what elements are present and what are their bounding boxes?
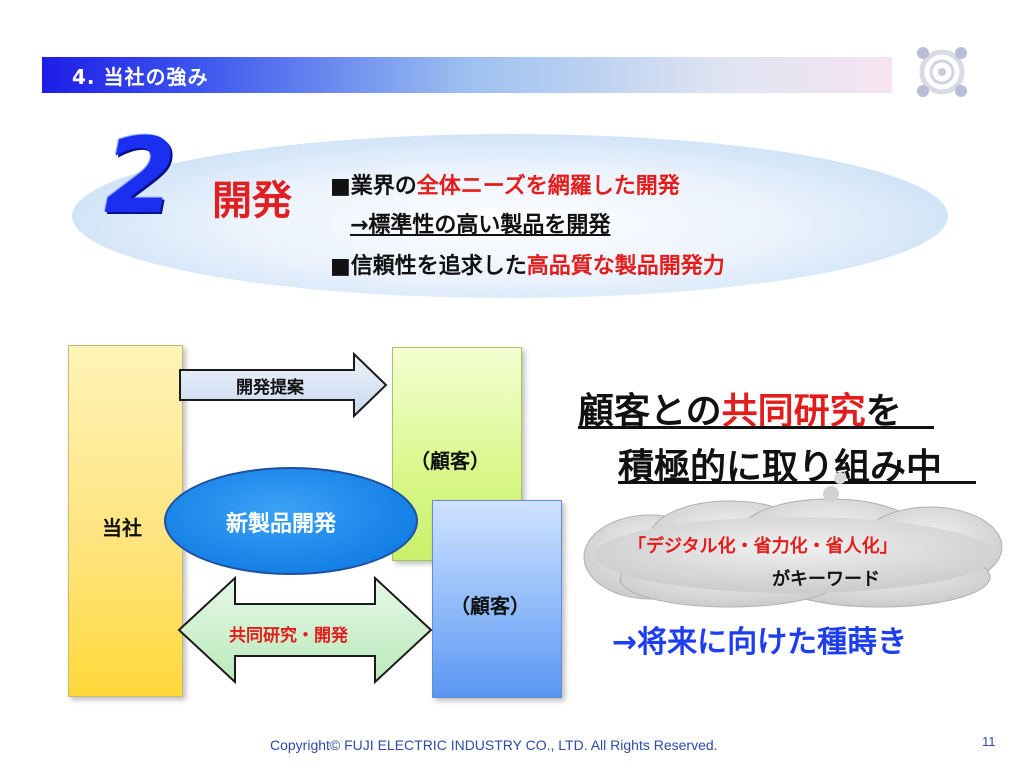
joint-research-label: 共同研究・開発 xyxy=(229,626,348,646)
joint-research-arrow xyxy=(177,575,433,685)
new-product-label: 新製品開発 xyxy=(226,512,337,537)
customer-label-2: （顧客） xyxy=(450,594,530,618)
section-title: 4. 当社の強み xyxy=(72,65,209,89)
bullet-1: ■業界の全体ニーズを網羅した開発 xyxy=(330,174,680,199)
our-company-box xyxy=(68,345,183,697)
copyright-text: Copyright© FUJI ELECTRIC INDUSTRY CO., L… xyxy=(270,737,718,753)
proposal-arrow xyxy=(179,352,388,418)
headline-underline-2 xyxy=(618,481,976,484)
new-product-oval xyxy=(164,467,418,575)
bullet-1-sub: →標準性の高い製品を開発 xyxy=(350,213,611,238)
gear-logo-icon xyxy=(917,47,967,97)
thought-bubble-dots xyxy=(823,472,846,502)
future-text: →将来に向けた種蒔き xyxy=(612,625,908,660)
summary-ellipse xyxy=(72,134,948,298)
joint-research-headline: 顧客との共同研究を xyxy=(578,391,902,432)
our-company-label: 当社 xyxy=(102,516,142,540)
customer-box-2 xyxy=(432,500,562,698)
section-heading: 開発 xyxy=(212,178,292,224)
bullet-2: ■信頼性を追求した高品質な製品開発力 xyxy=(330,254,725,279)
keyword-caption: がキーワード xyxy=(772,569,880,590)
page-number: 11 xyxy=(982,734,996,749)
header-bar xyxy=(42,57,892,93)
proposal-arrow-label: 開発提案 xyxy=(236,378,304,398)
headline-underline-1 xyxy=(578,426,934,429)
keyword-thought-cloud xyxy=(583,498,1003,608)
bullet-2-highlight: 高品質な製品開発力 xyxy=(526,254,725,279)
section-number: 2 xyxy=(104,115,177,237)
keyword-text: 「デジタル化・省力化・省人化」 xyxy=(628,536,898,557)
customer-label-1: （顧客） xyxy=(410,449,490,473)
bullet-1-highlight: 全体ニーズを網羅した開発 xyxy=(416,174,680,199)
